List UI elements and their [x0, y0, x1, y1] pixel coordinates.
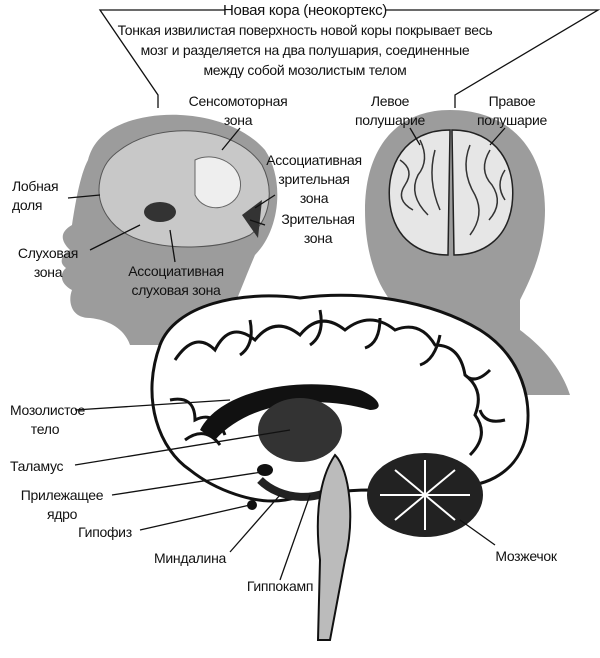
title-bracket [98, 9, 600, 108]
label-sensorimotor: Сенсомоторная [188, 93, 288, 109]
label-pointers [67, 127, 506, 581]
label-corpus-callosum: Мозолистое [10, 402, 86, 418]
label-auditory: зона [33, 264, 63, 280]
pituitary-shape [247, 500, 257, 510]
label-visual-association: Ассоциативная [266, 152, 362, 168]
label-pituitary: Гипофиз [78, 524, 132, 540]
label-right-hemisphere: полушарие [477, 112, 547, 128]
title: Новая кора (неокортекс) [223, 2, 387, 19]
label-thalamus: Таламус [10, 458, 64, 474]
left-brain-cortex [98, 130, 270, 248]
auditory-zone-mark [144, 202, 176, 222]
label-hippocampus: Гиппокамп [246, 578, 314, 594]
label-corpus-callosum: тело [30, 421, 60, 437]
label-auditory-association: Ассоциативная [128, 263, 224, 279]
description-line: между собой мозолистым телом [203, 62, 407, 78]
nucleus-accumbens-shape [257, 464, 273, 476]
label-visual-association: зрительная [278, 171, 350, 187]
top-view-brain [388, 129, 514, 256]
label-frontal-lobe: доля [12, 197, 43, 213]
label-right-hemisphere: Правое [488, 93, 536, 109]
thalamus-shape [258, 398, 342, 462]
label-sensorimotor: зона [223, 112, 253, 128]
label-left-hemisphere: полушарие [355, 112, 425, 128]
label-amygdala: Миндалина [154, 550, 226, 566]
corpus-callosum-shape [200, 384, 379, 440]
visual-zone-mark [242, 200, 262, 238]
label-left-hemisphere: Левое [370, 93, 410, 109]
label-frontal-lobe: Лобная [12, 178, 59, 194]
label-auditory-association: слуховая зона [131, 282, 221, 298]
label-visual: зона [303, 230, 333, 246]
brainstem-shape [316, 453, 352, 641]
label-nucleus-accumbens: ядро [46, 506, 78, 522]
label-nucleus-accumbens: Прилежащее [20, 487, 104, 503]
label-cerebellum: Мозжечок [495, 548, 557, 564]
description-line: Тонкая извилистая поверхность новой коры… [117, 22, 493, 38]
description-line: мозг и разделяется на два полушария, сое… [140, 42, 470, 58]
label-visual: Зрительная [281, 211, 355, 227]
sagittal-brain [150, 293, 530, 641]
label-visual-association: зона [299, 190, 329, 206]
label-auditory: Слуховая [17, 245, 79, 261]
association-zone-mark [194, 156, 241, 209]
